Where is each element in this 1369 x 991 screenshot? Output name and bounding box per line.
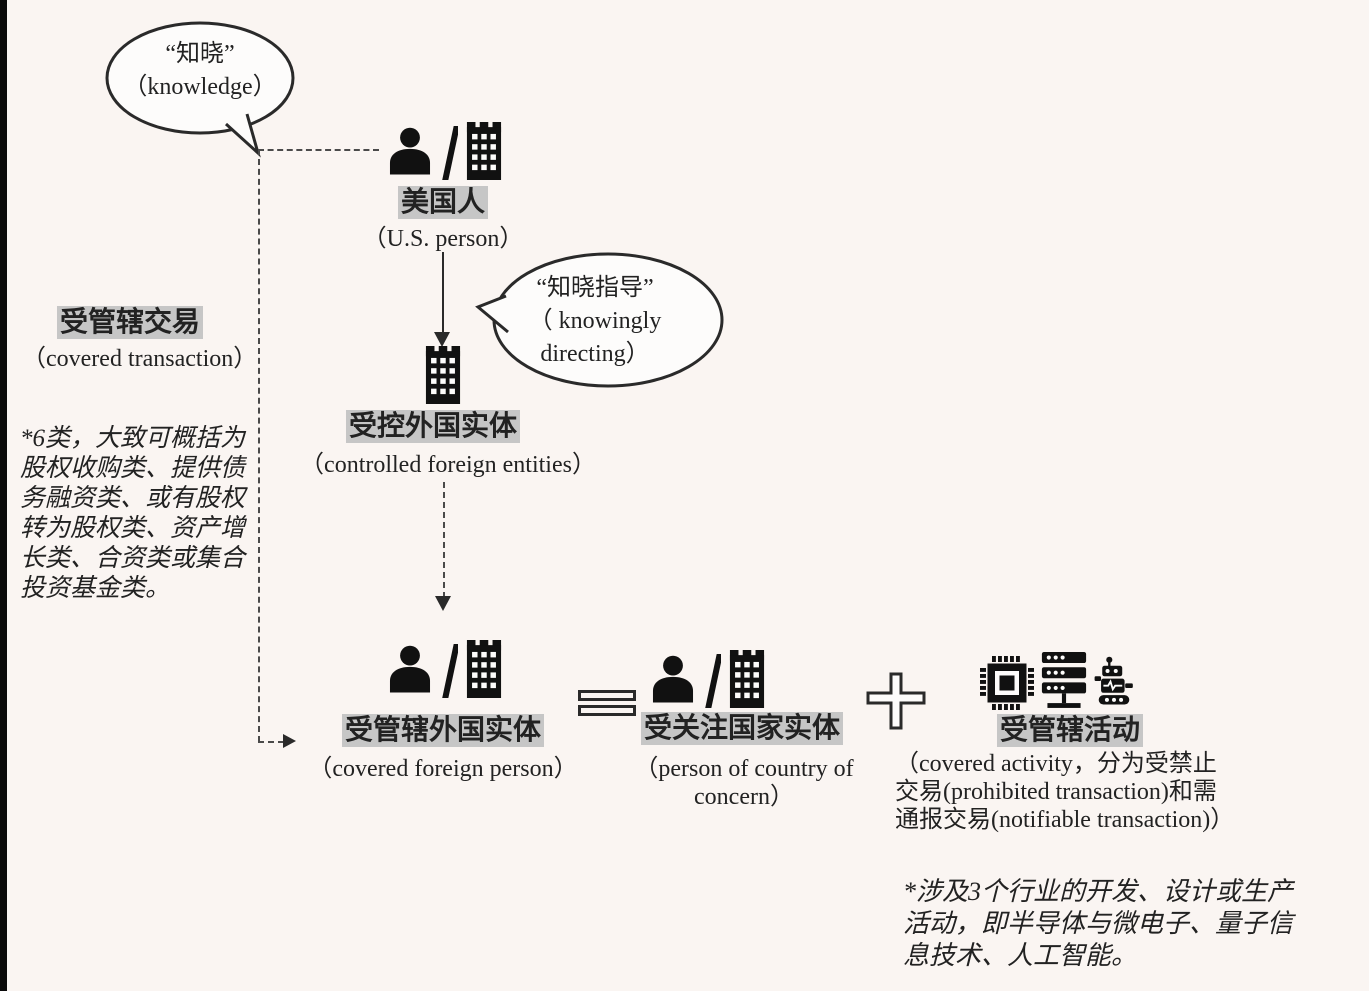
- dashed-arrow-line: [443, 482, 445, 598]
- note-six-line2: 股权收购类、提供债: [20, 455, 246, 482]
- dashed-connector-top: [258, 149, 379, 151]
- covered-activity-desc-line3: 通报交易(notifiable transaction)）: [895, 807, 1235, 833]
- us-person-icons: [383, 118, 505, 180]
- server-icon: [1041, 652, 1087, 708]
- solid-arrow-line: [442, 252, 444, 334]
- solid-arrowhead-down-icon: [434, 332, 450, 347]
- bubble-kd-line2: （ knowingly: [528, 308, 662, 334]
- building-icon: [466, 640, 502, 698]
- dashed-connector-left: [258, 149, 260, 742]
- note-six-categories: *6类，大致可概括为 股权收购类、提供债 务融资类、或有股权 转为股权类、资产增…: [20, 424, 245, 604]
- building-icon: [729, 650, 765, 708]
- slash-divider-icon: [705, 654, 721, 708]
- covered-foreign-person-icons: [383, 636, 505, 698]
- controlled-foreign-entities-label-zh: 受控外国实体: [345, 410, 521, 444]
- person-icon: [389, 645, 431, 693]
- covered-transaction-label-en: （covered transaction）: [22, 346, 258, 372]
- note-six-line5: 长类、合资类或集合: [20, 545, 246, 572]
- us-person-label-zh: 美国人: [397, 186, 489, 220]
- chip-icon: [980, 656, 1034, 710]
- bubble-knowledge-text: “知晓” （knowledge）: [100, 38, 300, 104]
- covered-activity-desc-line1: （covered activity，分为受禁止: [895, 751, 1217, 777]
- note-six-line6: 投资基金类。: [20, 575, 171, 602]
- speech-bubble-knowingly-directing: [475, 252, 724, 388]
- bubble-kd-line3: directing）: [540, 341, 650, 367]
- note-six-line3: 务融资类、或有股权: [20, 485, 246, 512]
- country-of-concern-label-zh: 受关注国家实体: [640, 712, 844, 746]
- note-six-line4: 转为股权类、资产增: [20, 515, 246, 542]
- controlled-foreign-entities-label-en: （controlled foreign entities）: [300, 452, 596, 478]
- note-three-industries: *涉及3个行业的开发、设计或生产 活动，即半导体与微电子、量子信 息技术、人工智…: [903, 876, 1293, 972]
- robot-icon: [1094, 656, 1133, 705]
- building-icon: [425, 346, 461, 404]
- controlled-foreign-entities-icon-wrap: [422, 346, 464, 404]
- dashed-arrowhead-right-icon: [283, 734, 296, 748]
- bubble-knowledge-line1: “知晓”: [165, 41, 235, 67]
- covered-activity-desc-line2: 交易(prohibited transaction)和需: [895, 779, 1217, 805]
- note-three-line2: 活动，即半导体与微电子、量子信: [903, 909, 1294, 938]
- equals-icon: [578, 690, 636, 716]
- slash-divider-icon: [442, 644, 458, 698]
- covered-activity-icons: [980, 650, 1134, 710]
- plus-icon: [866, 672, 926, 730]
- bubble-kd-line1: “知晓指导”: [536, 275, 654, 301]
- building-icon: [466, 122, 502, 180]
- dashed-arrowhead-down-icon: [435, 596, 451, 611]
- note-three-line3: 息技术、人工智能。: [903, 941, 1138, 970]
- dashed-connector-bottom: [258, 741, 284, 743]
- us-person-label-en: （U.S. person）: [362, 226, 524, 252]
- person-icon: [389, 127, 431, 175]
- country-of-concern-icons: [646, 646, 768, 708]
- person-icon: [652, 655, 694, 703]
- scan-edge-bar: [0, 0, 7, 991]
- country-of-concern-label-en2: concern）: [694, 784, 794, 810]
- note-three-line1: *涉及3个行业的开发、设计或生产: [903, 877, 1294, 906]
- covered-activity-desc: （covered activity，分为受禁止 交易(prohibited tr…: [895, 750, 1234, 834]
- bubble-knowledge-line2: （knowledge）: [123, 74, 277, 100]
- country-of-concern-label-en1: （person of country of: [634, 756, 854, 782]
- slash-divider-icon: [442, 126, 458, 180]
- note-six-line1: *6类，大致可概括为: [20, 425, 246, 452]
- covered-foreign-person-label-zh: 受管辖外国实体: [341, 714, 545, 748]
- covered-activity-label-zh: 受管辖活动: [996, 714, 1144, 748]
- bubble-knowingly-directing-text: “知晓指导” （ knowingly directing）: [490, 272, 700, 371]
- covered-foreign-person-label-en: （covered foreign person）: [308, 756, 578, 782]
- covered-transaction-label-zh: 受管辖交易: [56, 306, 204, 340]
